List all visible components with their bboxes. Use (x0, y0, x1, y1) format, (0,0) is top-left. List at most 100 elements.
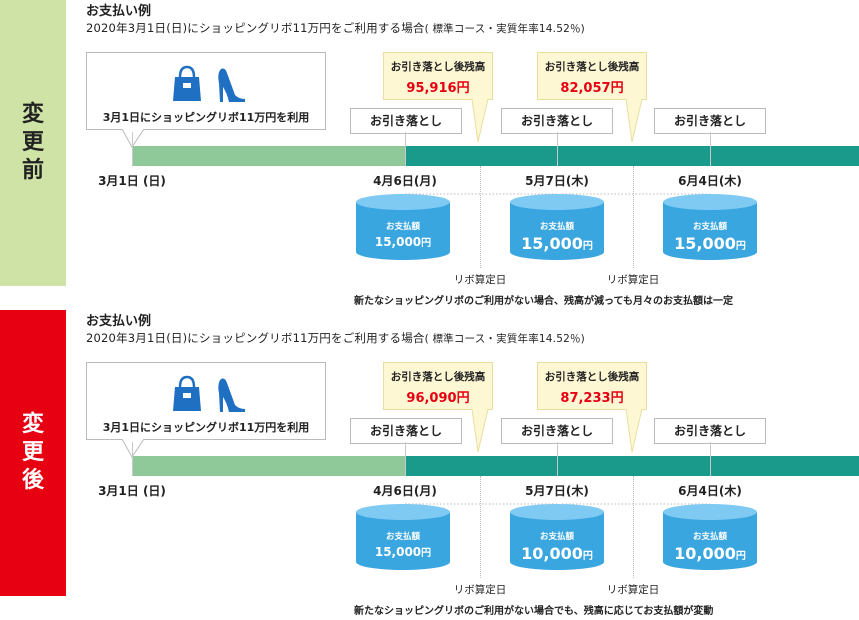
payment-cylinder: お支払額 15,000円 (663, 194, 757, 260)
date-label: 3月1日 (日) (98, 174, 166, 188)
side-char: 変 (21, 412, 44, 437)
payment-amount: 15,000円 (356, 234, 450, 249)
payment-amount: 10,000円 (510, 544, 604, 563)
balance-amount: 95,916円 (406, 81, 470, 96)
payment-label: お支払額 (539, 222, 574, 232)
payment-cylinder: お支払額 15,000円 (356, 504, 450, 570)
subtitle-text: 2020年3月1日(日)にショッピングリボ11万円をご利用する場合 (86, 21, 425, 35)
balance-amount: 87,233円 (560, 391, 624, 406)
calc-date-label: リボ算定日 (453, 584, 507, 596)
payment-amount: 10,000円 (663, 544, 757, 563)
purchase-icons (173, 375, 245, 412)
purchase-icons (173, 65, 245, 102)
usage-callout: 3月1日にショッピングリボ11万円を利用 (86, 362, 326, 440)
payment-amount: 15,000円 (663, 234, 757, 253)
balance-label: お引き落とし後残高 (390, 371, 486, 383)
subtitle-text: 2020年3月1日(日)にショッピングリボ11万円をご利用する場合 (86, 331, 425, 345)
payment-value: 15,000 (674, 234, 736, 253)
section-before: 変 更 前 お支払い例 2020年3月1日(日)にショッピングリボ11万円をご利… (0, 0, 859, 307)
payment-unit: 円 (421, 238, 432, 249)
payment-unit: 円 (582, 551, 593, 562)
payment-label: お支払額 (692, 532, 727, 542)
timeline-tick (132, 442, 133, 476)
calc-date-label: リボ算定日 (606, 274, 660, 286)
side-char: 更 (21, 130, 44, 155)
calc-date-line (480, 166, 481, 268)
example-subtitle: 2020年3月1日(日)にショッピングリボ11万円をご利用する場合( 標準コース… (86, 330, 585, 346)
balance-tail (471, 99, 489, 143)
payment-value: 15,000 (374, 545, 422, 559)
usage-caption: 3月1日にショッピングリボ11万円を利用 (102, 421, 310, 434)
payment-unit: 円 (582, 241, 593, 252)
payment-value: 15,000 (521, 234, 583, 253)
connector-dots (405, 503, 710, 505)
balance-amount: 96,090円 (406, 391, 470, 406)
balance-box: お引き落とし後残高 95,916円 (383, 52, 493, 100)
balance-label: お引き落とし後残高 (544, 61, 640, 73)
payment-label: お支払額 (539, 532, 574, 542)
calc-date-line (480, 476, 481, 578)
timeline-tick (710, 442, 711, 476)
high-heel-icon (218, 68, 245, 102)
usage-callout: 3月1日にショッピングリボ11万円を利用 (86, 52, 326, 130)
calc-date-label: リボ算定日 (453, 274, 507, 286)
payment-label: お支払額 (385, 532, 420, 542)
balance-label: お引き落とし後残高 (390, 61, 486, 73)
withdrawal-label: お引き落とし (501, 108, 613, 134)
example-title: お支払い例 (86, 4, 152, 19)
side-char: 変 (21, 102, 44, 127)
calc-date-line (633, 166, 634, 268)
withdrawal-label: お引き落とし (654, 418, 766, 444)
withdrawal-label: お引き落とし (350, 108, 462, 134)
timeline-tick (557, 442, 558, 476)
date-label: 5月7日(木) (525, 484, 589, 498)
timeline-bar-repayment (405, 146, 859, 166)
date-label: 3月1日 (日) (98, 484, 166, 498)
example-subtitle: 2020年3月1日(日)にショッピングリボ11万円をご利用する場合( 標準コース… (86, 20, 585, 36)
balance-tail (625, 409, 643, 453)
balance-label: お引き落とし後残高 (544, 371, 640, 383)
payment-amount: 15,000円 (510, 234, 604, 253)
footnote: 新たなショッピングリボのご利用がない場合でも、残高に応じてお支払額が変動 (354, 606, 714, 617)
payment-unit: 円 (421, 548, 432, 559)
date-label: 6月4日(木) (678, 484, 742, 498)
payment-value: 10,000 (674, 544, 736, 563)
date-label: 6月4日(木) (678, 174, 742, 188)
side-label: 変 更 後 (0, 310, 66, 596)
timeline-tick (132, 132, 133, 166)
payment-amount: 15,000円 (356, 544, 450, 559)
payment-cylinder: お支払額 15,000円 (510, 194, 604, 260)
payment-unit: 円 (735, 551, 746, 562)
subtitle-note: ( 標準コース・実質年率14.52％) (424, 23, 585, 35)
date-label: 5月7日(木) (525, 174, 589, 188)
payment-cylinder: お支払額 10,000円 (510, 504, 604, 570)
example-title: お支払い例 (86, 314, 152, 329)
timeline-tick (405, 442, 406, 476)
payment-value: 15,000 (374, 235, 422, 249)
side-char: 後 (21, 468, 44, 493)
payment-value: 10,000 (521, 544, 583, 563)
side-label: 変 更 前 (0, 0, 66, 286)
withdrawal-label: お引き落とし (654, 108, 766, 134)
balance-tail (625, 99, 643, 143)
date-label: 4月6日(月) (373, 484, 437, 498)
balance-amount: 82,057円 (560, 81, 624, 96)
side-char: 前 (21, 158, 44, 183)
balance-box: お引き落とし後残高 82,057円 (537, 52, 647, 100)
balance-box: お引き落とし後残高 96,090円 (383, 362, 493, 410)
payment-label: お支払額 (385, 222, 420, 232)
withdrawal-label: お引き落とし (501, 418, 613, 444)
timeline-tick (557, 132, 558, 166)
calc-date-label: リボ算定日 (606, 584, 660, 596)
timeline-bar-usage (132, 456, 405, 476)
date-label: 4月6日(月) (373, 174, 437, 188)
timeline-tick (710, 132, 711, 166)
payment-cylinder: お支払額 15,000円 (356, 194, 450, 260)
withdrawal-label: お引き落とし (350, 418, 462, 444)
payment-cylinder: お支払額 10,000円 (663, 504, 757, 570)
handbag-icon (173, 65, 201, 101)
payment-unit: 円 (735, 241, 746, 252)
timeline-tick (405, 132, 406, 166)
payment-label: お支払額 (692, 222, 727, 232)
side-char: 更 (21, 440, 44, 465)
